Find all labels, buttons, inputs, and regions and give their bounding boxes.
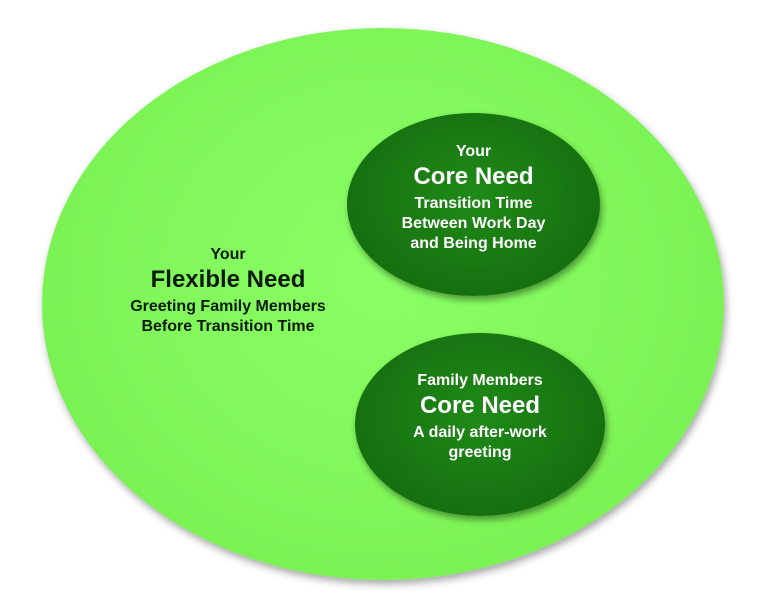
your-core-need-desc-1: Transition Time [414,194,533,212]
flexible-need-desc-2: Before Transition Time [141,317,315,335]
flexible-need-label: Your Flexible Need Greeting Family Membe… [88,245,368,337]
family-core-need-desc-1: A daily after-work [413,423,547,441]
flexible-need-circle [42,28,724,580]
your-core-need-label: Your Core Need Transition Time Between W… [347,142,600,254]
your-core-need-title: Core Need [413,163,534,190]
family-core-need-title: Core Need [419,392,541,419]
family-core-need-desc-2: greeting [448,443,512,461]
flexible-need-title: Flexible Need [150,266,306,293]
family-core-need-owner: Family Members [417,372,543,389]
your-core-need-desc-3: and Being Home [410,234,537,252]
family-core-need-circle [355,333,605,516]
flexible-need-owner: Your [210,246,246,263]
your-core-need-owner: Your [455,143,492,160]
family-core-need-label: Family Members Core Need A daily after-w… [355,371,605,463]
flexible-need-desc-1: Greeting Family Members [130,297,326,315]
your-core-need-circle [347,113,600,296]
your-core-need-desc-2: Between Work Day [401,214,546,232]
